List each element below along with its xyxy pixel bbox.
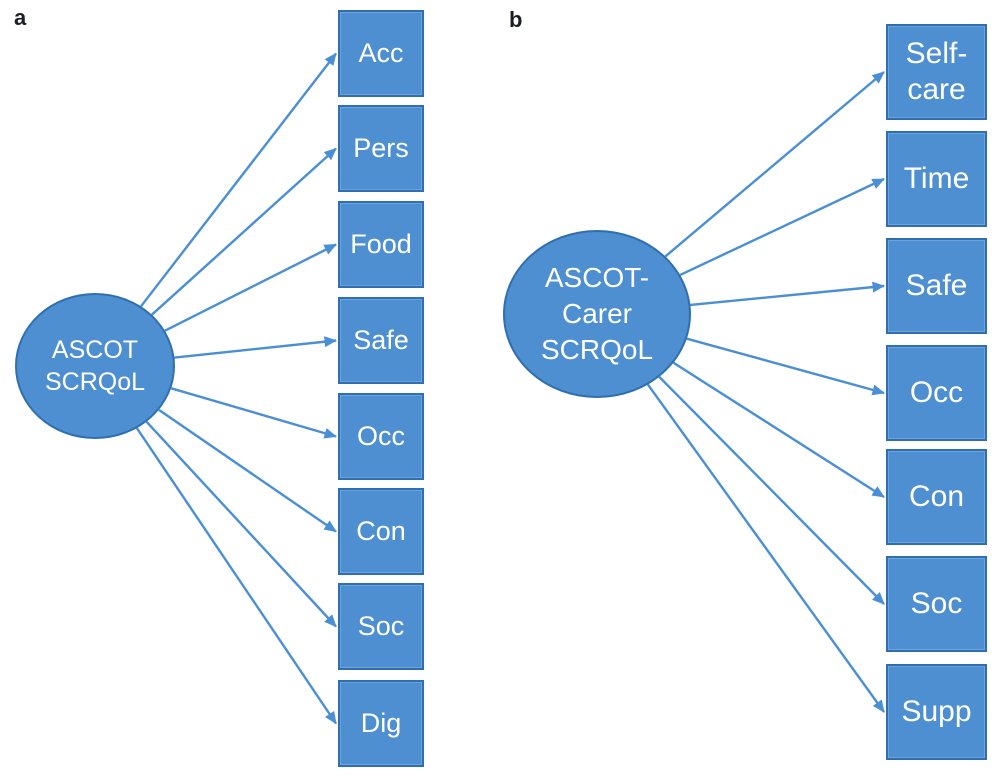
loading-arrow-b-occ	[686, 337, 885, 396]
indicator-node-label: Pers	[353, 133, 409, 164]
latent-node-label: ASCOT SCRQoL	[44, 336, 146, 396]
latent-node-ascot-carer-scrqol: ASCOT- Carer SCRQoL	[503, 230, 691, 398]
indicator-node-safe: Safe	[886, 238, 987, 334]
indicator-node-occ: Occ	[886, 345, 987, 441]
latent-node-ascot-scrqol: ASCOT SCRQoL	[15, 293, 175, 439]
loading-arrow-b-safe	[690, 281, 885, 307]
indicator-node-safe: Safe	[338, 297, 424, 384]
indicator-node-label: Soc	[910, 587, 963, 620]
loading-arrow-a-occ	[170, 387, 337, 439]
loading-arrow-a-food	[164, 243, 337, 332]
indicator-node-label: Con	[908, 480, 965, 513]
indicator-node-soc: Soc	[886, 556, 987, 652]
indicator-node-acc: Acc	[338, 10, 424, 97]
loading-arrow-b-time	[679, 177, 885, 276]
loading-arrow-b-supp	[646, 383, 885, 713]
indicator-node-label: Con	[356, 516, 406, 547]
loading-arrow-b-soc	[658, 376, 885, 605]
indicator-node-label: Food	[350, 229, 412, 260]
indicator-node-supp: Supp	[886, 664, 987, 760]
indicator-node-label: Dig	[360, 708, 402, 739]
indicator-node-food: Food	[338, 201, 424, 288]
indicator-node-label: Acc	[358, 38, 404, 69]
loading-arrow-a-con	[158, 408, 337, 533]
indicator-node-occ: Occ	[338, 393, 424, 480]
indicator-node-soc: Soc	[338, 583, 424, 670]
panel-label-a: a	[14, 5, 27, 30]
panel-label-b: b	[509, 7, 523, 32]
indicator-node-con: Con	[886, 449, 987, 545]
loading-arrow-a-acc	[140, 52, 337, 308]
loading-arrow-b-con	[672, 361, 885, 499]
indicator-node-self-care: Self- care	[886, 24, 987, 120]
loading-arrow-a-dig	[135, 427, 337, 725]
indicator-node-pers: Pers	[338, 105, 424, 192]
loading-arrow-b-self-care	[664, 71, 885, 258]
indicator-node-label: Safe	[353, 325, 409, 356]
indicator-node-label: Safe	[905, 269, 968, 302]
latent-node-label: ASCOT- Carer SCRQoL	[540, 262, 654, 365]
loading-arrow-a-pers	[151, 147, 337, 316]
indicator-node-con: Con	[338, 488, 424, 575]
indicator-node-label: Occ	[909, 376, 964, 409]
loading-arrow-a-safe	[174, 336, 337, 359]
loading-arrow-a-soc	[145, 420, 337, 628]
indicator-node-label: Self- care	[905, 37, 968, 106]
indicator-node-label: Time	[903, 162, 970, 195]
indicator-node-label: Soc	[357, 611, 405, 642]
indicator-node-label: Supp	[901, 695, 972, 728]
indicator-node-time: Time	[886, 131, 987, 227]
indicator-node-dig: Dig	[338, 680, 424, 767]
indicator-node-label: Occ	[356, 421, 405, 452]
